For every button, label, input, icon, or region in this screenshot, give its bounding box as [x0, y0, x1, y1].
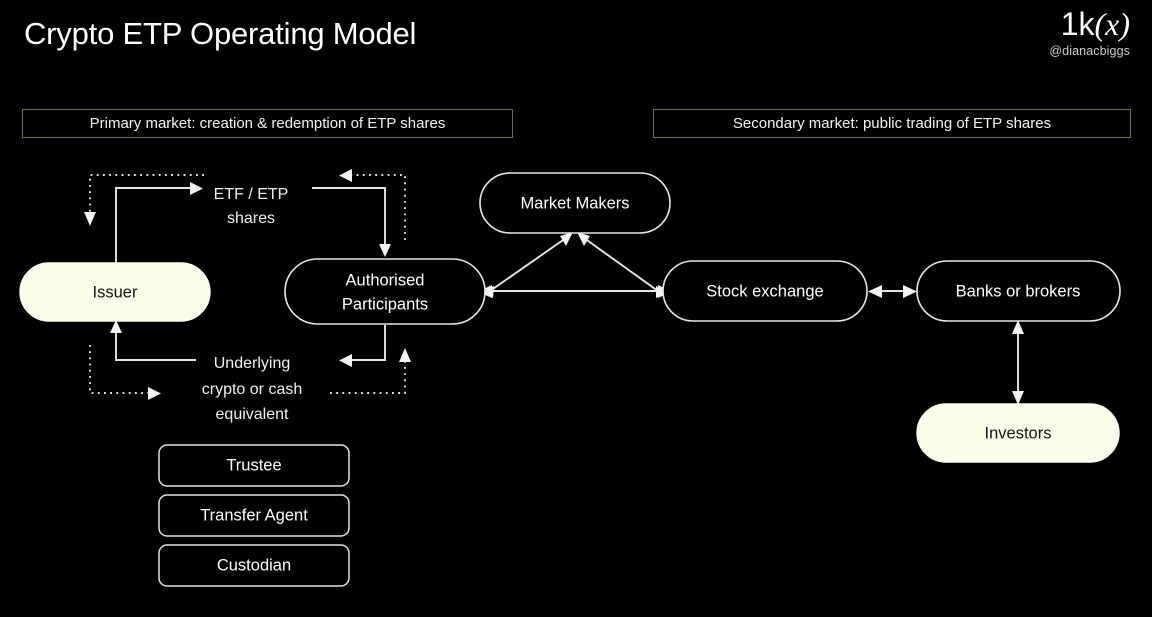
- arrowhead-issuer-up: [110, 320, 122, 333]
- primary-market-banner: Primary market: creation & redemption of…: [22, 109, 513, 138]
- arrowhead-banks-up: [1012, 320, 1024, 334]
- edge-underlying-to-issuer-solid: [110, 320, 196, 361]
- edge-ap-stockexchange: [478, 285, 672, 298]
- node-issuer-label: Issuer: [93, 283, 138, 301]
- arrowhead-top-right-left-dotted: [339, 169, 352, 182]
- edge-banks-investors: [1012, 320, 1024, 405]
- brand-logo-prefix: 1k: [1060, 6, 1095, 42]
- node-transfer-agent[interactable]: Transfer Agent: [158, 494, 350, 537]
- edge-label-shares-line2: shares: [227, 210, 275, 227]
- arrowhead-mm-from-ap: [560, 232, 573, 246]
- edge-shares-to-ap-solid: [312, 187, 391, 257]
- arrowhead-issuer-down-dotted: [84, 212, 96, 226]
- arrowhead-bottom-right-dotted: [148, 387, 161, 400]
- edge-issuer-to-underlying-dotted: [89, 345, 161, 400]
- arrowhead-investors-down: [1012, 391, 1024, 405]
- node-trustee[interactable]: Trustee: [158, 444, 350, 487]
- edge-stockexchange-banks: [868, 285, 917, 298]
- arrowhead-mm-from-se: [577, 232, 590, 246]
- edge-ap-to-issuer-dotted-top: [84, 174, 204, 226]
- brand-logo: 1k(x): [1049, 6, 1130, 42]
- node-authorised-participants[interactable]: Authorised Participants: [284, 258, 486, 325]
- edge-label-shares-line1: ETF / ETP: [214, 186, 289, 203]
- node-custodian-label: Custodian: [217, 556, 291, 574]
- node-ap-label-line1: Authorised: [346, 271, 425, 289]
- node-ap-label-line2: Participants: [342, 295, 428, 313]
- edge-marketmakers-stockexchange: [577, 232, 670, 298]
- edge-label-underlying-line2: crypto or cash: [202, 381, 302, 398]
- arrowhead-banks-right: [903, 285, 917, 298]
- edge-label-underlying-line3: equivalent: [216, 406, 290, 423]
- arrowhead-shares-right: [190, 182, 203, 195]
- node-transfer-agent-label: Transfer Agent: [200, 506, 308, 524]
- edge-dotted-bottom-right-up: [330, 348, 411, 394]
- node-investors-label: Investors: [985, 424, 1052, 442]
- node-market-makers-label: Market Makers: [520, 194, 629, 212]
- brand-handle: @dianacbiggs: [1049, 43, 1130, 58]
- edge-label-underlying-line1: Underlying: [214, 355, 290, 372]
- edge-label-etf-etp-shares: ETF / ETP shares: [214, 186, 289, 227]
- edge-dotted-top-right: [339, 169, 406, 240]
- secondary-market-banner: Secondary market: public trading of ETP …: [653, 109, 1131, 138]
- edge-issuer-to-shares-solid: [115, 182, 203, 265]
- edge-label-underlying: Underlying crypto or cash equivalent: [202, 355, 302, 423]
- arrowhead-ap-up-dotted: [399, 348, 411, 362]
- node-stock-exchange-label: Stock exchange: [706, 282, 823, 300]
- node-banks-or-brokers[interactable]: Banks or brokers: [916, 260, 1121, 322]
- node-trustee-label: Trustee: [226, 456, 281, 474]
- node-custodian[interactable]: Custodian: [158, 544, 350, 587]
- brand-logo-suffix: (x): [1094, 6, 1130, 42]
- page-title: Crypto ETP Operating Model: [24, 16, 417, 51]
- arrowhead-banks-left: [868, 285, 882, 298]
- node-market-makers[interactable]: Market Makers: [479, 172, 671, 234]
- node-issuer[interactable]: Issuer: [19, 262, 211, 322]
- arrowhead-ap-down: [379, 244, 391, 257]
- arrowhead-underlying-left: [339, 354, 352, 367]
- node-stock-exchange[interactable]: Stock exchange: [662, 260, 868, 322]
- node-investors[interactable]: Investors: [916, 403, 1120, 463]
- node-banks-label: Banks or brokers: [956, 282, 1081, 300]
- edge-ap-to-underlying-solid: [339, 325, 386, 367]
- edge-ap-marketmakers: [478, 232, 573, 298]
- brand-block: 1k(x) @dianacbiggs: [1049, 6, 1130, 58]
